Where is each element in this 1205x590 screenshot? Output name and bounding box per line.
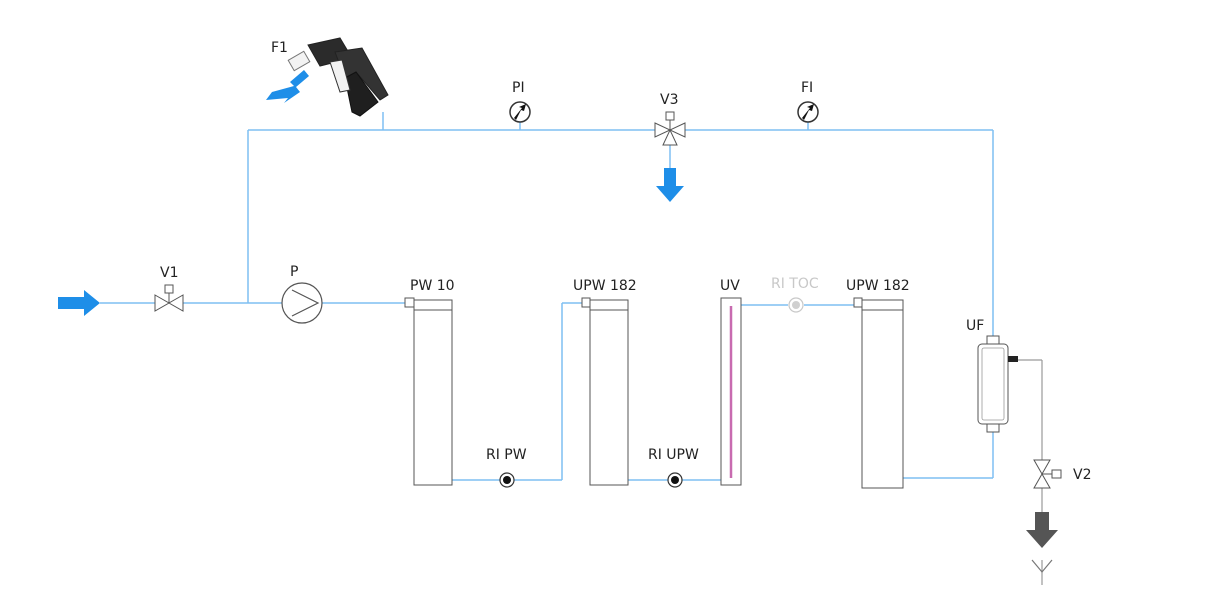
valve-v3-icon[interactable] xyxy=(654,111,686,146)
ri-toc-sensor-icon xyxy=(788,297,804,313)
upw182-b-cartridge xyxy=(853,297,904,489)
pipe-network xyxy=(100,112,1043,585)
ri-upw-sensor-icon xyxy=(667,472,683,488)
pressure-gauge-icon xyxy=(509,101,531,123)
valve-v2-icon[interactable] xyxy=(1033,459,1062,489)
inlet-flow-arrow-icon xyxy=(58,290,100,316)
ri-pw-label: RI PW xyxy=(486,447,527,463)
upw182-a-cartridge xyxy=(581,297,629,486)
pi-label: PI xyxy=(512,80,525,96)
pump-label: P xyxy=(290,264,298,280)
v1-label: V1 xyxy=(160,265,178,281)
ri-pw-sensor-icon xyxy=(499,472,515,488)
uv-label: UV xyxy=(720,278,740,294)
v3-label: V3 xyxy=(660,92,678,108)
uv-lamp xyxy=(720,297,742,486)
fi-label: FI xyxy=(801,80,813,96)
drain-icon xyxy=(1031,559,1053,573)
pw10-label: PW 10 xyxy=(410,278,455,294)
spray-gun-icon[interactable] xyxy=(287,37,389,117)
pump-icon[interactable] xyxy=(281,282,323,324)
ri-toc-label: RI TOC xyxy=(771,276,819,292)
uf-label: UF xyxy=(966,318,984,334)
f1-label: F1 xyxy=(271,40,288,56)
drain-arrow-icon xyxy=(1026,512,1058,548)
spray-outlet-arrow-icon xyxy=(266,70,309,103)
ri-upw-label: RI UPW xyxy=(648,447,699,463)
drain-flow-arrow-icon xyxy=(656,168,684,202)
upw182-b-label: UPW 182 xyxy=(846,278,910,294)
flow-gauge-icon xyxy=(797,101,819,123)
upw182-a-label: UPW 182 xyxy=(573,278,637,294)
v2-label: V2 xyxy=(1073,467,1091,483)
uf-filter xyxy=(977,335,1018,433)
valve-v1-icon[interactable] xyxy=(154,284,184,312)
pw10-cartridge xyxy=(404,297,453,486)
